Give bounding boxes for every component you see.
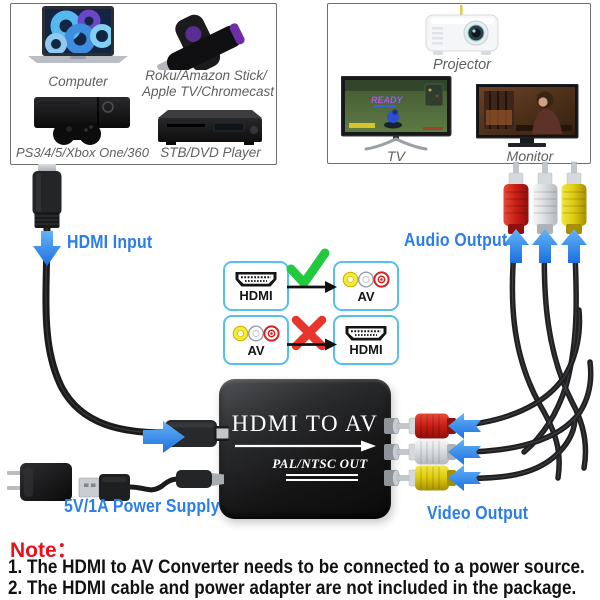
audio-arrow-white-icon [532, 229, 558, 263]
video-plug-red [396, 413, 456, 439]
diagram-av-source-box: AV [223, 315, 289, 365]
tv-label: TV [387, 148, 405, 164]
hdmi-connector-tip [38, 164, 56, 173]
hdmi-to-av-converter: HDMI TO AV PAL/NTSC OUT [219, 379, 391, 519]
power-supply-label: 5V/1A Power Supply [64, 496, 220, 516]
hdmi-connector-body [32, 171, 62, 215]
av-rca-icon [342, 270, 390, 288]
diagram-av-label: AV [357, 288, 375, 304]
projector-label: Projector [432, 57, 492, 73]
hdmi-port-icon [235, 271, 277, 286]
computer-label: Computer [48, 74, 108, 89]
dvd-player-image [158, 110, 262, 145]
diagram-hdmi-label: HDMI [239, 287, 273, 303]
game-console-image [34, 97, 130, 145]
video-arrow-white-icon [448, 439, 481, 465]
audio-arrow-yellow-icon [561, 229, 587, 263]
micro-usb-plug [176, 470, 212, 488]
monitor-stand [508, 138, 546, 147]
hdmi-input-arrow-icon [33, 231, 61, 266]
hdmi-port-icon [345, 325, 387, 340]
streaming-stick-image [157, 14, 245, 70]
converter-arrow-icon [235, 440, 376, 452]
laptop-base [28, 56, 128, 63]
console-label: PS3/4/5/Xbox One/360 [16, 145, 149, 160]
projector-image [425, 5, 499, 55]
hdmi-plug-arrow-icon [143, 421, 185, 453]
audio-plug-white [532, 161, 558, 234]
power-adapter [7, 463, 72, 501]
stb-label: STB/DVD Player [160, 145, 261, 160]
note-line-2: 2. The HDMI cable and power adapter are … [8, 578, 577, 599]
streamer-label-line2: Apple TV/Chromecast [142, 84, 275, 99]
diagram-hdmi-source-box: HDMI [223, 261, 289, 311]
diagram-hdmi-label: HDMI [349, 341, 383, 357]
tv-stand [364, 136, 428, 151]
converter-title: HDMI TO AV [231, 411, 379, 436]
video-arrow-yellow-icon [448, 465, 481, 491]
hdmi-input-cable [32, 164, 171, 437]
unsupported-direction-arrow [287, 338, 337, 351]
cross-icon [291, 315, 327, 351]
game-controller [53, 123, 101, 145]
audio-cables [509, 227, 589, 481]
tv-screen-text: READY [371, 95, 404, 105]
video-output-label: Video Output [427, 503, 529, 523]
laptop-wallpaper [45, 9, 111, 53]
diagram-av-target-box: AV [333, 261, 399, 311]
check-icon [286, 248, 330, 288]
note-line-1: 1. The HDMI to AV Converter needs to be … [8, 557, 585, 578]
video-plug-yellow [396, 465, 456, 491]
subtitle-underline [286, 474, 358, 476]
subtitle-underline [286, 478, 358, 481]
video-cables [450, 307, 594, 482]
video-arrow-red-icon [448, 413, 481, 439]
usb-a-connector [78, 477, 100, 498]
computer-image [28, 6, 128, 63]
diagram-av-label: AV [247, 342, 265, 358]
video-plug-white [396, 439, 456, 465]
streamer-label-line1: Roku/Amazon Stick/ [145, 68, 267, 83]
av-rca-icon [232, 324, 280, 342]
audio-output-label: Audio Output [404, 230, 508, 250]
tv-image: READY [341, 76, 452, 151]
note-heading: Note： [10, 539, 78, 562]
monitor-label: Monitor [506, 148, 554, 164]
roku-stick [157, 23, 245, 70]
audio-plug-yellow [561, 161, 587, 234]
console-body [34, 97, 130, 128]
audio-plug-red [503, 161, 529, 234]
supported-direction-arrow [287, 281, 337, 293]
monitor-scene-person [532, 91, 562, 134]
streamer-label: Roku/Amazon Stick/ Apple TV/Chromecast [142, 68, 275, 100]
converter-subtitle: PAL/NTSC OUT [272, 456, 368, 471]
hdmi-input-label: HDMI Input [67, 232, 153, 252]
tv-game-character [384, 121, 402, 129]
diagram-hdmi-target-box: HDMI [333, 315, 399, 365]
projector-lens [463, 20, 489, 46]
monitor-image [476, 84, 579, 147]
